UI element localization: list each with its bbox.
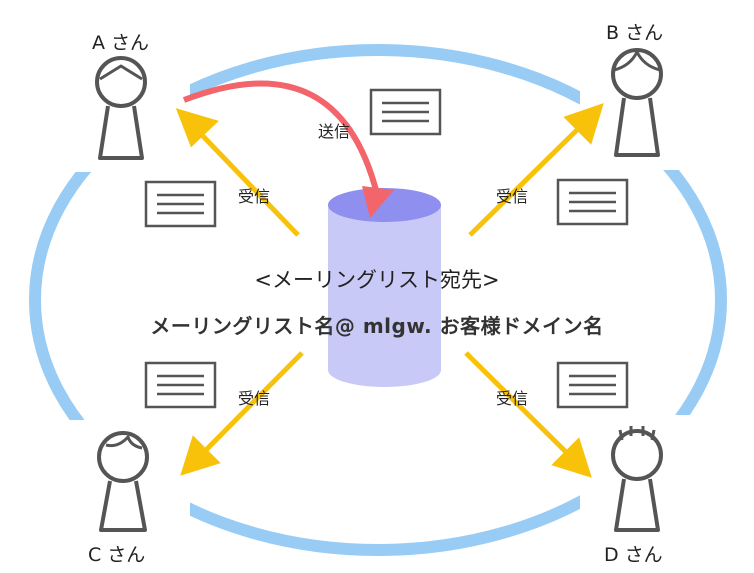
- mailing-list-server-icon: [328, 188, 441, 387]
- mail-document-icon: [144, 361, 217, 409]
- person-b-icon: [611, 48, 663, 157]
- person-b-label: B さん: [606, 22, 664, 44]
- receive-label-d: 受信: [496, 389, 529, 408]
- person-a-icon: [95, 56, 147, 160]
- send-label: 送信: [318, 122, 351, 141]
- receive-arrows: [175, 103, 604, 478]
- send-arrow: [182, 80, 394, 218]
- mail-document-icon: [144, 180, 217, 228]
- person-d-icon: [611, 426, 663, 532]
- receive-label-a: 受信: [238, 187, 271, 206]
- person-a-label: A さん: [92, 32, 150, 54]
- group-ring: [29, 44, 727, 556]
- mail-document-icon: [369, 88, 442, 136]
- destination-heading: <メーリングリスト宛先>: [254, 268, 500, 292]
- mail-document-icon: [556, 178, 629, 226]
- mail-document-icon: [556, 361, 629, 409]
- receive-label-b: 受信: [496, 187, 529, 206]
- person-d-label: D さん: [604, 544, 663, 566]
- destination-address: メーリングリスト名@ mlgw. お客様ドメイン名: [150, 314, 604, 338]
- person-c-label: C さん: [88, 544, 146, 566]
- person-c-icon: [97, 431, 149, 532]
- receive-label-c: 受信: [238, 389, 271, 408]
